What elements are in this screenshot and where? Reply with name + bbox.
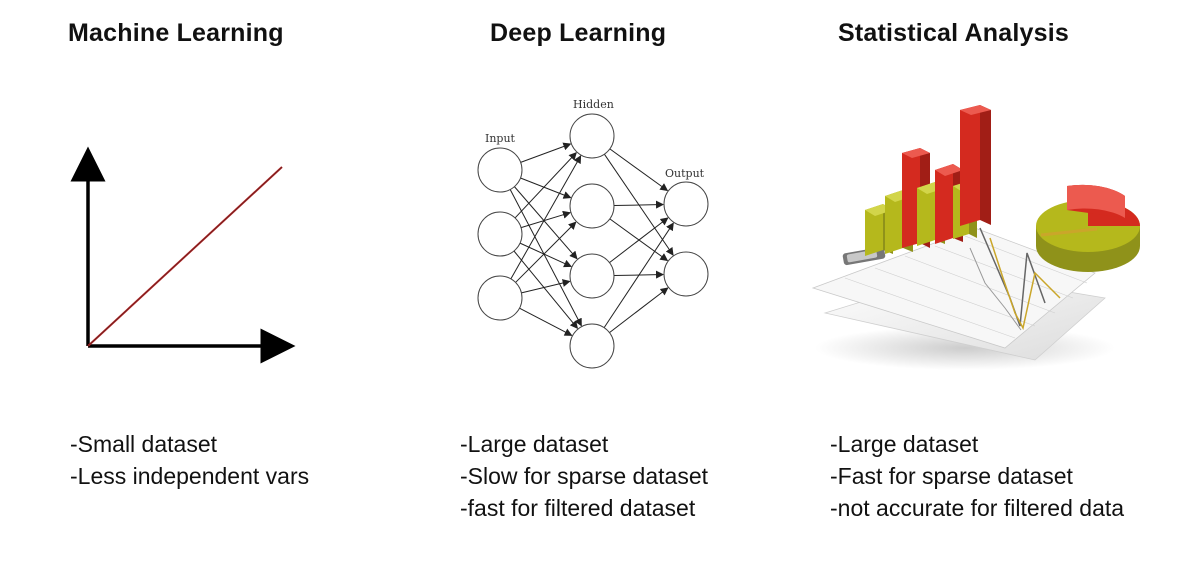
neural-network-diagram: Input Hidden Output: [477, 98, 709, 369]
bullet-item: -Small dataset: [70, 431, 218, 457]
hidden-node: [569, 323, 615, 369]
bullet-item: -fast for filtered dataset: [460, 495, 696, 521]
connection-arrow: [520, 142, 572, 163]
bullet-item: -Less independent vars: [70, 463, 310, 489]
bullet-item: -not accurate for filtered data: [830, 495, 1125, 521]
connection-arrow: [519, 307, 573, 336]
input-label: Input: [485, 132, 516, 145]
bullet-item: -Large dataset: [460, 431, 609, 457]
connection-arrow: [514, 152, 577, 219]
deep-learning-title: Deep Learning: [490, 19, 667, 47]
connection-arrow: [520, 210, 571, 229]
hidden-label: Hidden: [573, 98, 614, 111]
hidden-node: [569, 253, 615, 299]
connection-arrow: [515, 221, 577, 283]
input-node: [477, 275, 523, 321]
hidden-node: [569, 113, 615, 159]
machine-learning-bullets: -Small dataset -Less independent vars: [70, 428, 309, 492]
bar-chart-3d: [865, 105, 991, 256]
connection-arrow: [513, 250, 579, 330]
connection-arrow: [509, 189, 582, 327]
connection-arrow: [519, 242, 572, 268]
output-node: [663, 181, 709, 227]
statistics-charts-illustration: [811, 105, 1140, 370]
connection-arrow: [609, 217, 669, 264]
output-label: Output: [665, 167, 705, 180]
statistical-analysis-bullets: -Large dataset -Fast for sparse dataset …: [830, 428, 1124, 524]
connection-arrow: [514, 186, 578, 260]
connection-arrow: [521, 279, 571, 294]
machine-learning-title: Machine Learning: [68, 19, 284, 47]
input-node: [477, 211, 523, 257]
line-series: [989, 237, 1061, 331]
line-graph-icon: [70, 146, 296, 364]
hidden-node: [569, 183, 615, 229]
connection-arrow: [609, 148, 669, 192]
output-node: [663, 251, 709, 297]
deep-learning-bullets: -Large dataset -Slow for sparse dataset …: [460, 428, 708, 524]
connection-arrow: [609, 287, 669, 334]
statistical-analysis-title: Statistical Analysis: [838, 19, 1069, 47]
input-node: [477, 147, 523, 193]
pie-chart-3d: [1036, 184, 1140, 272]
connection-arrow: [603, 222, 674, 328]
bullet-item: -Large dataset: [830, 431, 979, 457]
bullet-item: -Fast for sparse dataset: [830, 463, 1073, 489]
bullet-item: -Slow for sparse dataset: [460, 463, 709, 489]
line-series: [969, 247, 1022, 331]
connection-arrow: [520, 177, 572, 199]
connection-arrow: [510, 155, 582, 280]
connection-arrow: [613, 200, 665, 209]
